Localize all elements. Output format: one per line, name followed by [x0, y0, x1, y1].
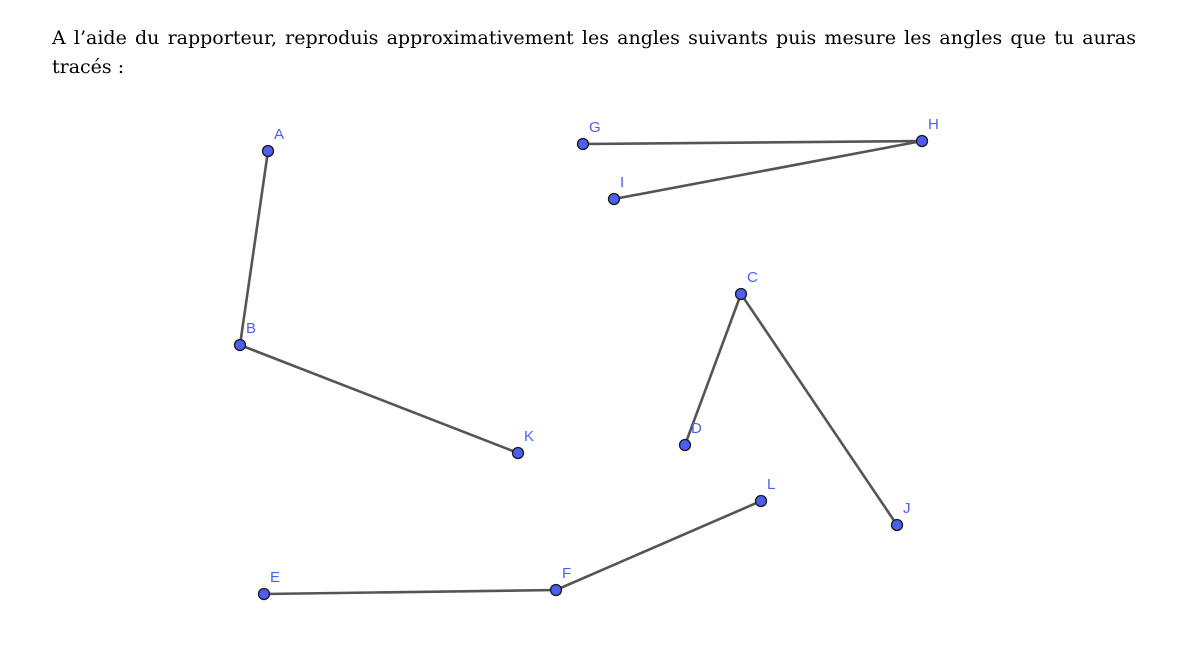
point-A	[261, 144, 275, 158]
point-H	[915, 134, 929, 148]
point-label-G: G	[589, 119, 601, 136]
point-K	[511, 446, 525, 460]
point-label-E: E	[270, 569, 280, 586]
point-label-L: L	[767, 476, 775, 493]
segment-EF	[263, 588, 557, 596]
point-label-J: J	[903, 500, 911, 517]
point-C	[734, 287, 748, 301]
point-L	[754, 494, 768, 508]
point-label-I: I	[620, 174, 624, 191]
point-label-F: F	[562, 565, 571, 582]
point-label-K: K	[524, 428, 534, 445]
point-G	[576, 137, 590, 151]
segment-FL	[555, 499, 762, 592]
segment-HI	[613, 139, 923, 201]
segment-BK	[239, 343, 519, 455]
point-label-B: B	[246, 320, 256, 337]
instruction-text: A l’aide du rapporteur, reproduis approx…	[52, 27, 1136, 78]
point-E	[257, 587, 271, 601]
point-label-C: C	[747, 269, 758, 286]
point-label-A: A	[274, 126, 284, 143]
point-I	[607, 192, 621, 206]
point-D	[678, 438, 692, 452]
point-label-D: D	[691, 420, 702, 437]
segment-DC	[683, 293, 743, 446]
point-F	[549, 583, 563, 597]
point-B	[233, 338, 247, 352]
segment-GH	[582, 139, 923, 146]
point-label-H: H	[928, 116, 939, 133]
segment-AB	[238, 150, 270, 346]
point-J	[890, 518, 904, 532]
segment-CJ	[739, 293, 899, 526]
